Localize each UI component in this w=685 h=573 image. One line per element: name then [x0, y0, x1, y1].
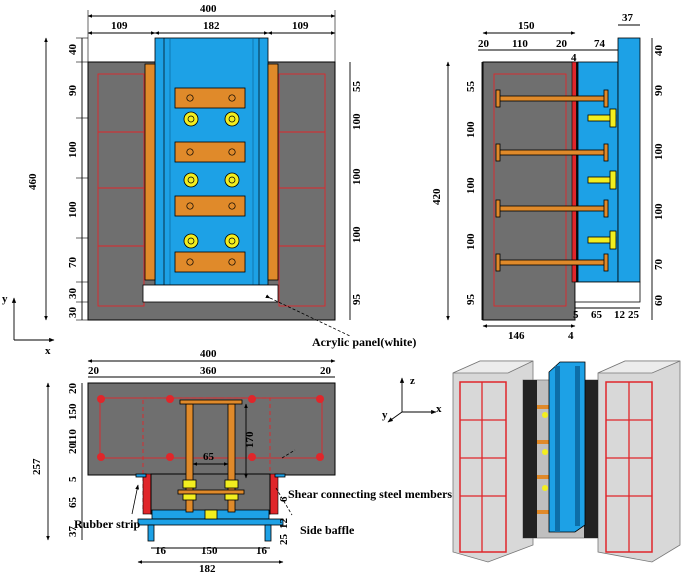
dimension-label: 100	[67, 201, 79, 218]
front-dim-height: 460	[27, 173, 39, 190]
iso-left-block	[452, 360, 534, 563]
front-bolts	[183, 111, 240, 249]
front-dim-total: 400	[200, 3, 217, 15]
dimension-label: 12	[614, 309, 626, 321]
dimension-label: 90	[67, 85, 79, 97]
dimension-label: 100	[351, 226, 363, 243]
dimension-label: 4	[571, 52, 577, 64]
front-axis-y: y	[2, 293, 8, 305]
dimension-label: 20	[320, 365, 332, 377]
dimension-label: 360	[200, 365, 217, 377]
dimension-label: 30	[67, 307, 79, 319]
dimension-label: 60	[653, 295, 665, 307]
dimension-label: 100	[465, 121, 477, 138]
dimension-label: 25	[628, 309, 640, 321]
dimension-label: 110	[67, 429, 79, 445]
dimension-label: 4	[568, 330, 574, 342]
dimension-label: 420	[431, 188, 443, 205]
front-axis-x: x	[45, 345, 51, 357]
acrylic-label: Acrylic panel(white)	[312, 335, 416, 349]
iso-axis-z: z	[410, 375, 415, 387]
dimension-label: 170	[244, 431, 256, 448]
dimension-label: 150	[201, 545, 218, 557]
dimension-label: 6	[278, 496, 290, 502]
side-baffle-label: Side baffle	[300, 523, 355, 537]
side-bolts	[587, 108, 617, 250]
dimension-label: 146	[508, 330, 525, 342]
dimension-label: 70	[67, 257, 79, 269]
dimension-label: 40	[67, 44, 79, 56]
dimension-label: 5	[67, 476, 79, 482]
dimension-label: 90	[653, 85, 665, 97]
dimension-label: 150	[518, 20, 535, 32]
dimension-label: 40	[653, 45, 665, 57]
acrylic-panel	[142, 284, 279, 303]
dimension-label: 37	[622, 12, 634, 24]
isometric-view: z y x	[382, 360, 681, 563]
side-view: 150 20 110 20 4 74 37 420 55	[431, 12, 665, 342]
iso-axis-y: y	[382, 409, 388, 421]
iso-axis-x: x	[436, 403, 442, 415]
rubber-strip-label: Rubber strip	[74, 517, 140, 531]
dimension-label: 110	[512, 38, 528, 50]
dimension-label: 65	[67, 497, 79, 509]
dimension-label: 25	[278, 534, 290, 546]
side-steel-column	[617, 37, 641, 283]
dimension-label: 100	[653, 143, 665, 160]
dimension-label: 65	[203, 451, 215, 463]
dimension-label: 5	[573, 309, 579, 321]
dimension-label: 100	[465, 177, 477, 194]
dimension-label: 20	[478, 38, 490, 50]
front-view: 400 109 182 109	[2, 3, 416, 357]
front-dim-center: 182	[203, 20, 220, 32]
dimension-label: 150	[67, 403, 79, 420]
side-concrete-block	[482, 61, 576, 321]
dimension-label: 400	[200, 348, 217, 360]
dimension-label: 55	[351, 81, 363, 93]
dimension-label: 100	[67, 141, 79, 158]
dimension-label: 16	[256, 545, 268, 557]
front-dim-right: 109	[292, 20, 309, 32]
dimension-label: 20	[67, 383, 79, 395]
dimension-label: 12	[278, 518, 290, 530]
dimension-label: 100	[653, 203, 665, 220]
dimension-label: 95	[351, 294, 363, 306]
dimension-label: 100	[465, 233, 477, 250]
dimension-label: 65	[591, 309, 603, 321]
shear-label: Shear connecting steel members	[288, 487, 452, 501]
front-dim-left: 109	[111, 20, 128, 32]
dimension-label: 37	[67, 526, 79, 538]
dimension-label: 74	[594, 38, 606, 50]
dimension-label: 30	[67, 288, 79, 300]
dimension-label: 182	[199, 563, 216, 573]
dimension-label: 20	[88, 365, 100, 377]
dimension-label: 100	[351, 113, 363, 130]
dimension-label: 20	[556, 38, 568, 50]
dimension-label: 257	[31, 458, 43, 475]
dimension-label: 20	[67, 443, 79, 455]
dimension-label: 100	[351, 168, 363, 185]
iso-right-block	[597, 360, 681, 563]
section-view: 400 20 360 20 65 170	[31, 348, 452, 573]
dimension-label: 16	[155, 545, 167, 557]
dimension-label: 55	[465, 81, 477, 93]
section-base-flange	[137, 518, 284, 526]
dimension-label: 70	[653, 259, 665, 271]
dimension-label: 95	[465, 294, 477, 306]
